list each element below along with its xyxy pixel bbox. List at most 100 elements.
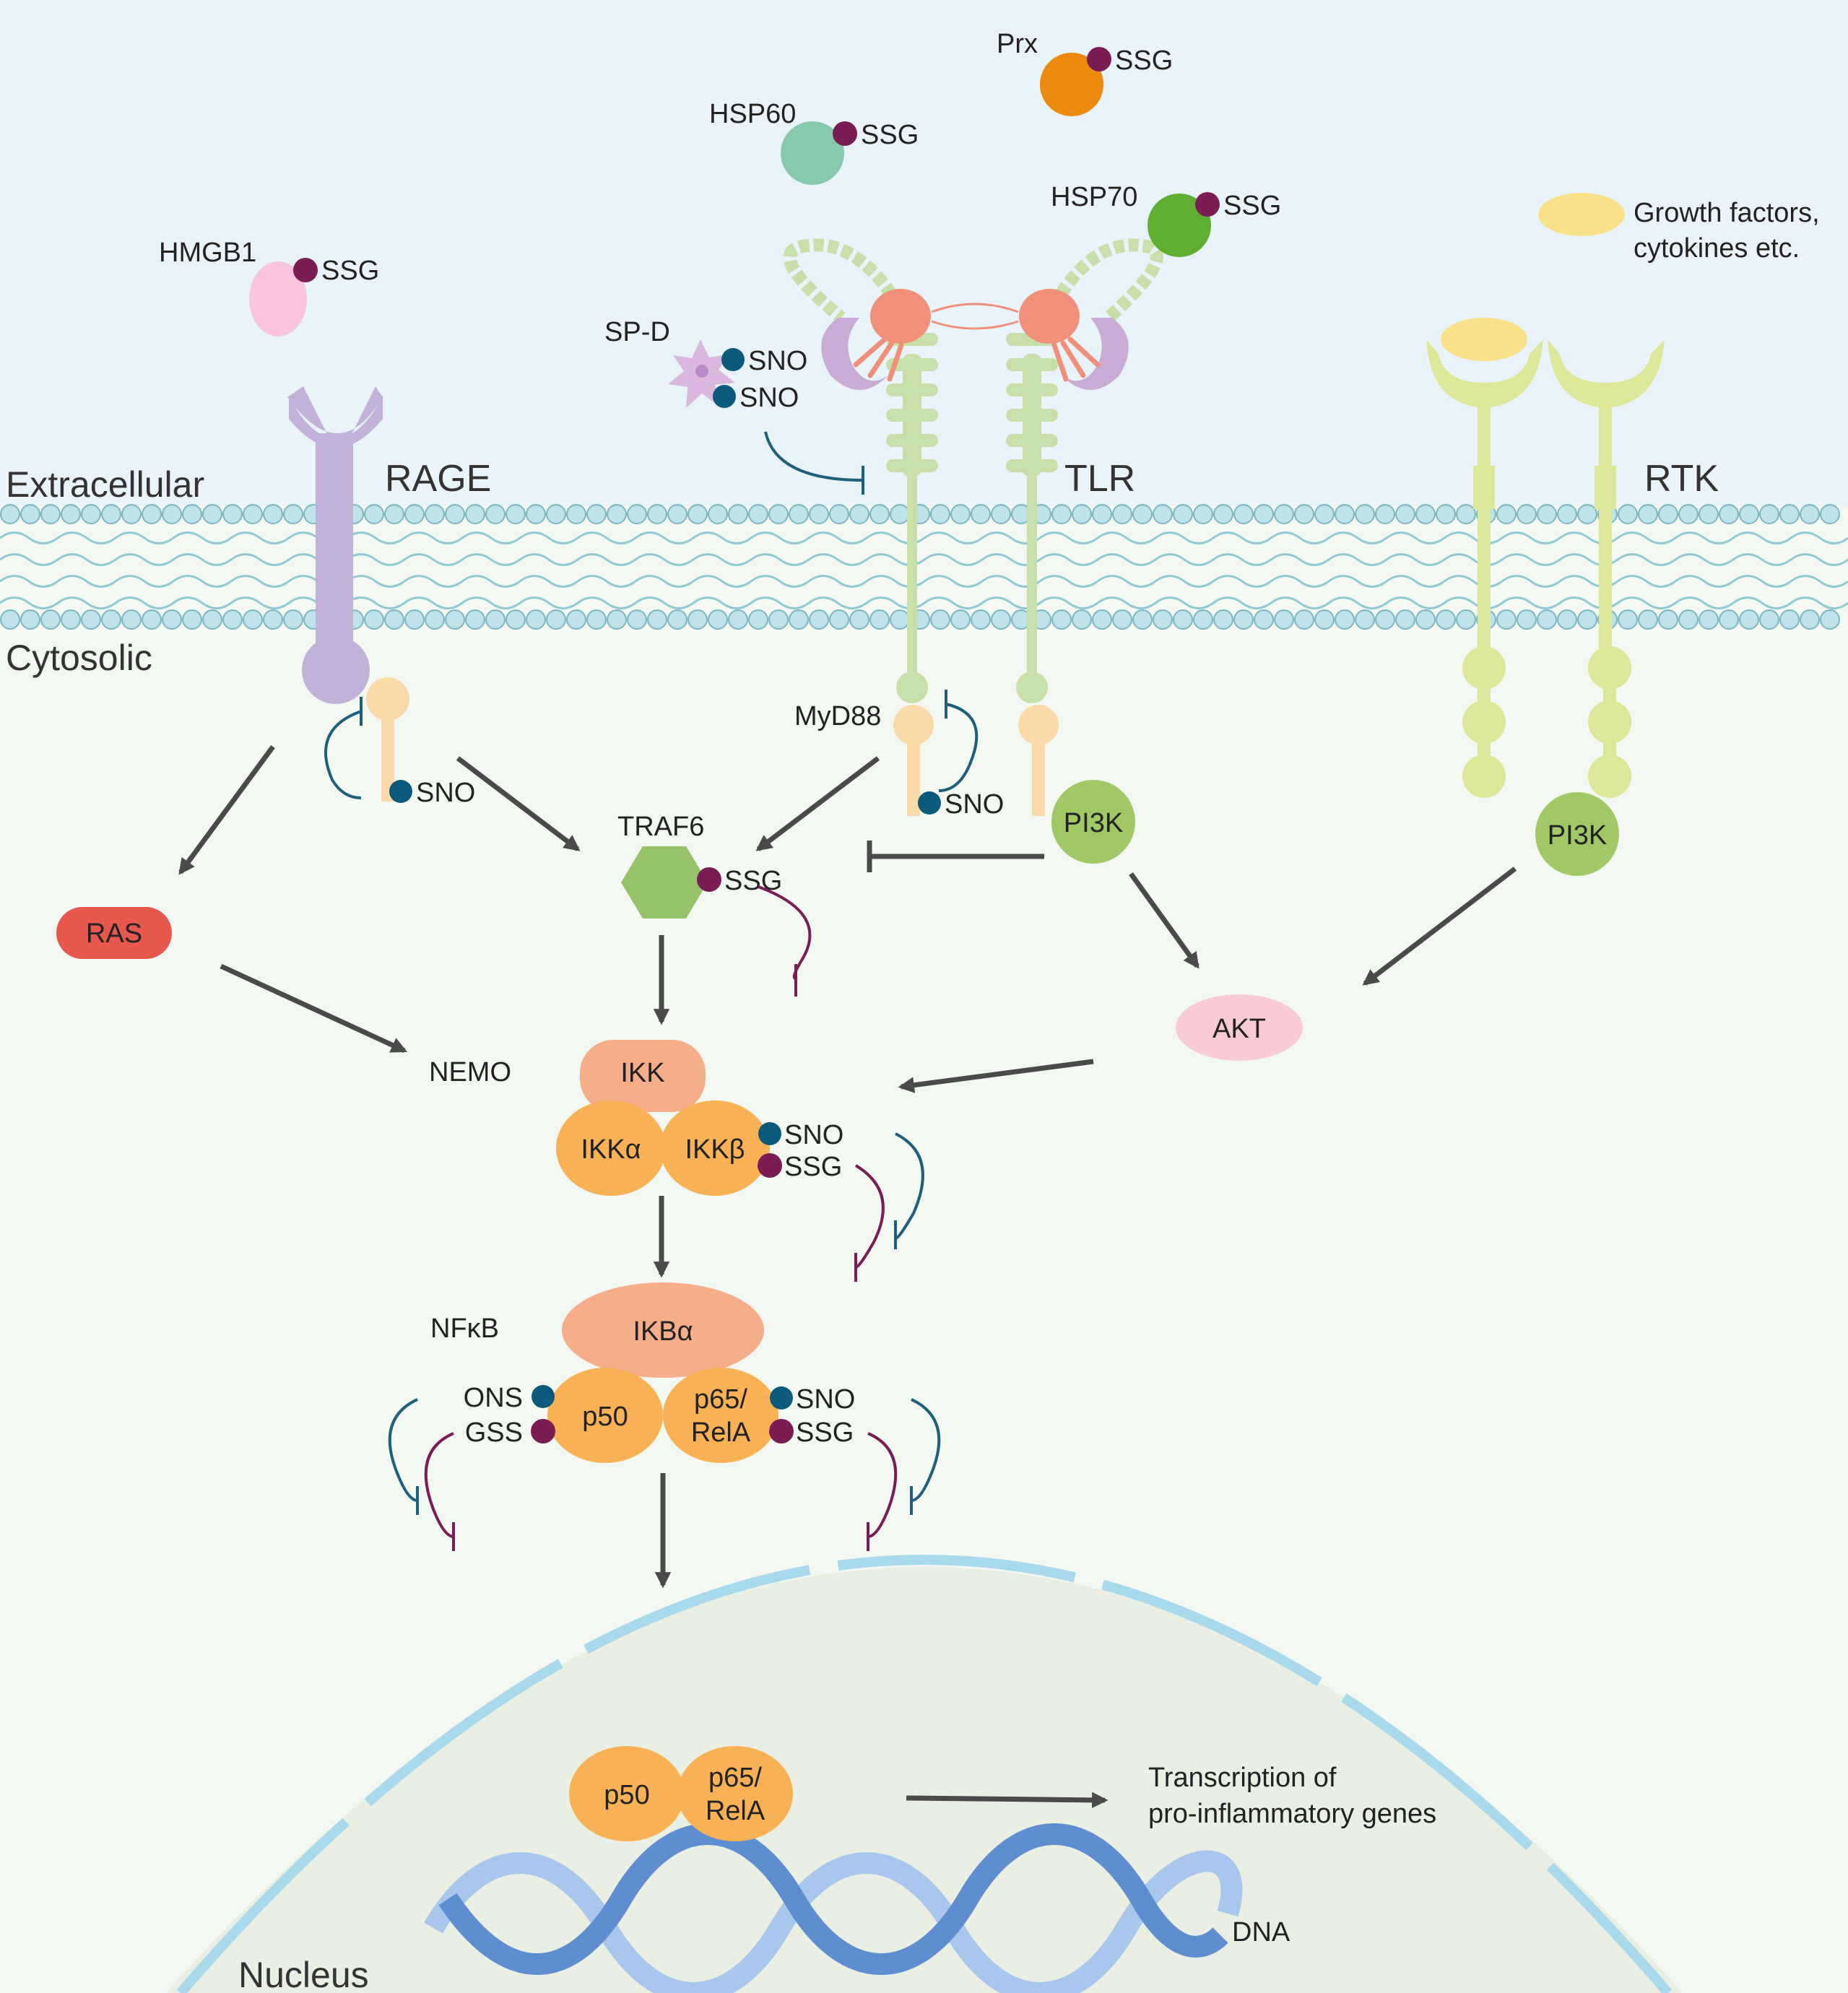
phospholipid-head — [1092, 504, 1112, 524]
myd88-label: MyD88 — [794, 701, 881, 731]
phospholipid-head — [101, 609, 121, 630]
ikk-alpha-subunit — [556, 1100, 666, 1196]
phospholipid-head — [121, 504, 142, 524]
phospholipid-head — [1112, 609, 1132, 630]
phospholipid-head — [1739, 504, 1759, 524]
phospholipid-head — [202, 609, 222, 630]
growth-factor-symbol — [1538, 193, 1625, 236]
phospholipid-head — [1193, 504, 1213, 524]
phospholipid-head — [1072, 609, 1092, 630]
phospholipid-head — [1294, 609, 1314, 630]
rage-adaptor-sno-label: SNO — [416, 778, 475, 808]
tlr-receptor — [783, 238, 1163, 703]
myd88-left — [893, 705, 934, 816]
phospholipid-head — [829, 504, 849, 524]
p50-nuclear — [569, 1746, 685, 1841]
prx-protein — [1040, 53, 1103, 116]
hsp70-protein — [1148, 194, 1211, 257]
phospholipid-head — [728, 609, 748, 630]
traf6-protein — [621, 846, 708, 919]
phospholipid-head — [526, 504, 546, 524]
ikk-complex — [580, 1040, 706, 1112]
phospholipid-head — [283, 504, 303, 524]
p50-nuclear-label: p50 — [604, 1780, 649, 1810]
arrow-pi3k-rtk-to-akt — [1362, 867, 1517, 986]
phospholipid-head — [1254, 609, 1274, 630]
phospholipid-head — [890, 504, 910, 524]
transcription-label-2: pro-inflammatory genes — [1148, 1799, 1436, 1829]
phospholipid-head — [364, 609, 384, 630]
rage-receptor — [287, 386, 383, 704]
phospholipid-head — [546, 504, 566, 524]
phospholipid-head — [1779, 609, 1800, 630]
p50-cytosolic — [547, 1368, 663, 1463]
rage-adaptor-sno-dot — [389, 780, 412, 803]
phospholipid-head — [445, 504, 465, 524]
phospholipid-head — [1355, 504, 1375, 524]
phospholipid-head — [1294, 504, 1314, 524]
phospholipid-head — [202, 504, 222, 524]
phospholipid-head — [1415, 504, 1436, 524]
phospholipid-head — [61, 609, 81, 630]
p65-ssg-dot — [769, 1419, 794, 1443]
arrow-akt-to-ikk — [898, 1059, 1094, 1093]
phospholipid-head — [162, 504, 182, 524]
phospholipid-head — [991, 609, 1011, 630]
prx-ssg-dot — [1087, 47, 1111, 71]
p50-gss-label: GSS — [465, 1417, 523, 1448]
ikk-alpha-label: IKKα — [581, 1134, 641, 1165]
phospholipid-head — [809, 504, 829, 524]
phospholipid-head — [1436, 609, 1456, 630]
phospholipid-head — [748, 609, 768, 630]
spd-sno-label-2: SNO — [739, 383, 799, 413]
phospholipid-head — [1658, 504, 1678, 524]
phospholipid-head — [627, 504, 647, 524]
phospholipid-head — [222, 609, 243, 630]
pi3k-rtk-label: PI3K — [1548, 820, 1607, 851]
phospholipid-head — [121, 609, 142, 630]
phospholipid-head — [1496, 609, 1517, 630]
phospholipid-head — [1092, 609, 1112, 630]
phospholipid-head — [506, 609, 526, 630]
phospholipid-head — [849, 504, 869, 524]
p65-sno-label: SNO — [796, 1384, 855, 1415]
phospholipid-head — [1375, 504, 1395, 524]
phospholipid-head — [20, 609, 40, 630]
myd88-sno-label: SNO — [945, 789, 1004, 820]
myd88-right — [1018, 705, 1059, 816]
phospholipid-head — [1153, 609, 1173, 630]
ikk-beta-ssg-label: SSG — [784, 1152, 842, 1182]
phospholipid-head — [404, 609, 425, 630]
spd-sno-label-1: SNO — [748, 346, 807, 376]
phospholipid-head — [667, 609, 687, 630]
traf6-ssg-dot — [697, 867, 721, 892]
phospholipid-head — [627, 609, 647, 630]
phospholipid-head — [708, 504, 728, 524]
p65-ssg-label: SSG — [796, 1417, 854, 1448]
phospholipid-head — [849, 609, 869, 630]
phospholipid-head — [1658, 609, 1678, 630]
phospholipid-head — [1537, 609, 1557, 630]
tlr-right-binding-domain — [1019, 289, 1080, 344]
phospholipid-head — [1395, 504, 1415, 524]
phospholipid-head — [1051, 609, 1072, 630]
arrow-rage-to-ras — [178, 744, 275, 875]
phospholipid-head — [142, 504, 162, 524]
p50-ssg-inhibition — [424, 1432, 455, 1551]
phospholipid-head — [1314, 504, 1335, 524]
phospholipid-head — [61, 504, 81, 524]
hsp60-ssg-dot — [833, 121, 857, 146]
pi3k-rtk — [1535, 792, 1619, 876]
hsp60-ssg-label: SSG — [861, 120, 919, 150]
phospholipid-head — [728, 504, 748, 524]
nucleus-label: Nucleus — [238, 1955, 369, 1993]
activation-arrows — [178, 744, 1517, 1809]
phospholipid-head — [283, 609, 303, 630]
phospholipid-head — [142, 609, 162, 630]
tlr-label: TLR — [1064, 458, 1135, 500]
phospholipid-head — [485, 504, 506, 524]
arrow-myd88-to-traf6 — [755, 756, 880, 851]
phospholipid-head — [506, 504, 526, 524]
hmgb1-ssg-label: SSG — [321, 256, 379, 286]
